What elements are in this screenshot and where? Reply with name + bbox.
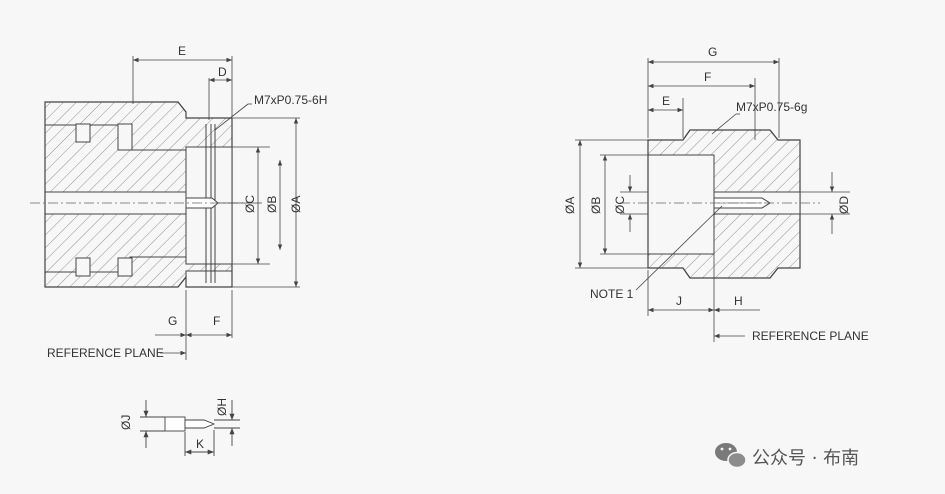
- dim-label-k-pin: K: [196, 437, 204, 451]
- dim-label-j-right: J: [676, 294, 682, 308]
- dim-label-d-right: ØD: [837, 196, 851, 214]
- reference-plane-label-right: REFERENCE PLANE: [752, 329, 869, 343]
- wechat-icon: [715, 443, 747, 469]
- left-connector-section: [30, 101, 250, 288]
- right-dimension-lines: [575, 58, 850, 342]
- dim-label-e-right: E: [662, 94, 670, 108]
- dim-label-h-pin: ØH: [215, 398, 229, 416]
- dim-label-g-right: G: [708, 45, 717, 59]
- dim-label-j-pin: ØJ: [119, 415, 133, 430]
- dim-label-f-left: F: [213, 314, 220, 328]
- dim-label-e-left: E: [178, 44, 186, 58]
- dim-label-d-left: D: [218, 65, 227, 79]
- pin-detail: [140, 400, 240, 456]
- dim-label-b-left: ØB: [265, 196, 279, 213]
- left-dimension-lines: [132, 56, 300, 360]
- reference-plane-label-left: REFERENCE PLANE: [47, 346, 164, 360]
- thread-label-left: M7xP0.75-6H: [254, 93, 327, 107]
- dim-label-a-left: ØA: [289, 196, 303, 213]
- dim-label-g-left: G: [168, 314, 177, 328]
- dim-label-c-right: ØC: [613, 196, 627, 214]
- dim-label-a-right: ØA: [563, 197, 577, 214]
- dim-label-f-right: F: [704, 70, 711, 84]
- watermark-text: 公众号 · 布南: [752, 448, 859, 469]
- dim-label-b-right: ØB: [589, 197, 603, 214]
- dim-label-c-left: ØC: [243, 195, 257, 213]
- note-label: NOTE 1: [590, 287, 634, 301]
- dim-label-h-right: H: [734, 294, 743, 308]
- thread-label-right: M7xP0.75-6g: [736, 100, 807, 114]
- right-connector-section: [620, 129, 820, 279]
